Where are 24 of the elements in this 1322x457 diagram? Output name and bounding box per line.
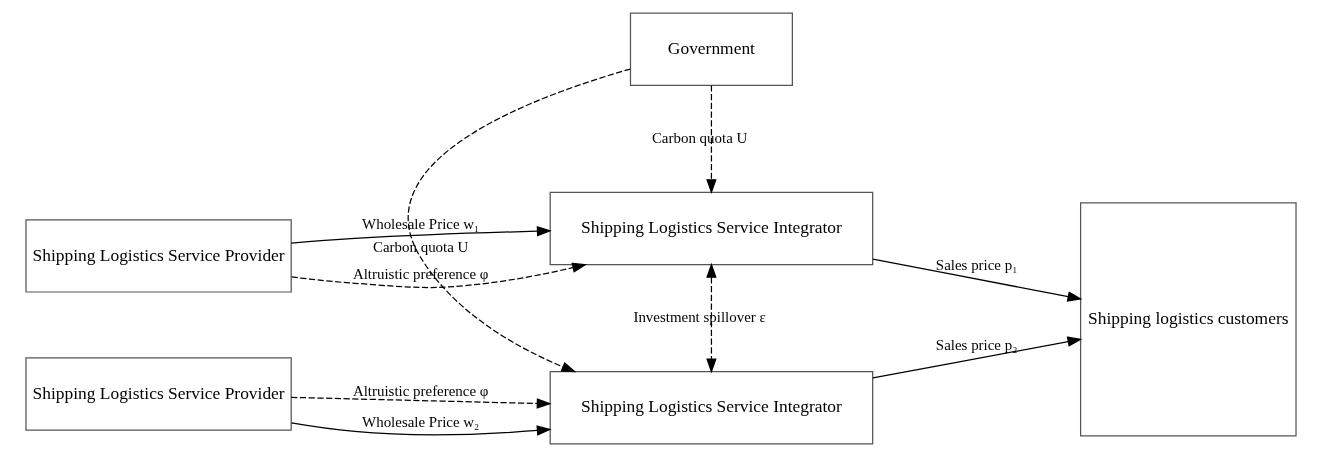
node-box: Shipping Logistics Service Provider bbox=[25, 219, 292, 293]
arrow bbox=[872, 336, 1083, 379]
edge-label: Investment spillover ε bbox=[633, 309, 766, 326]
arrow bbox=[706, 84, 717, 195]
node-box: Shipping Logistics Service Integrator bbox=[549, 191, 874, 266]
arrow bbox=[706, 262, 717, 374]
edge-label: Wholesale Price w₂ bbox=[362, 414, 480, 431]
arrow bbox=[290, 422, 552, 436]
edge-label: Sales price p₂ bbox=[935, 337, 1018, 354]
edge-label: Carbon quota U bbox=[372, 239, 469, 256]
edge-label: Wholesale Price w₁ bbox=[362, 216, 480, 233]
arrow bbox=[291, 262, 588, 289]
node-box: Shipping Logistics Service Integrator bbox=[549, 371, 874, 445]
arrow bbox=[290, 226, 552, 244]
edge-label: Sales price p₁ bbox=[935, 257, 1018, 274]
arrow bbox=[290, 396, 552, 409]
edge-label: Altruistic preference φ bbox=[352, 266, 489, 283]
edge-label: Carbon quota U bbox=[651, 129, 748, 146]
arrow bbox=[872, 258, 1083, 302]
edge-label: Altruistic preference φ bbox=[352, 383, 489, 400]
node-box: Shipping Logistics Service Provider bbox=[25, 357, 292, 431]
arrow bbox=[407, 68, 631, 373]
node-box: Shipping logistics customers bbox=[1080, 202, 1297, 437]
node-box: Government bbox=[629, 12, 793, 86]
